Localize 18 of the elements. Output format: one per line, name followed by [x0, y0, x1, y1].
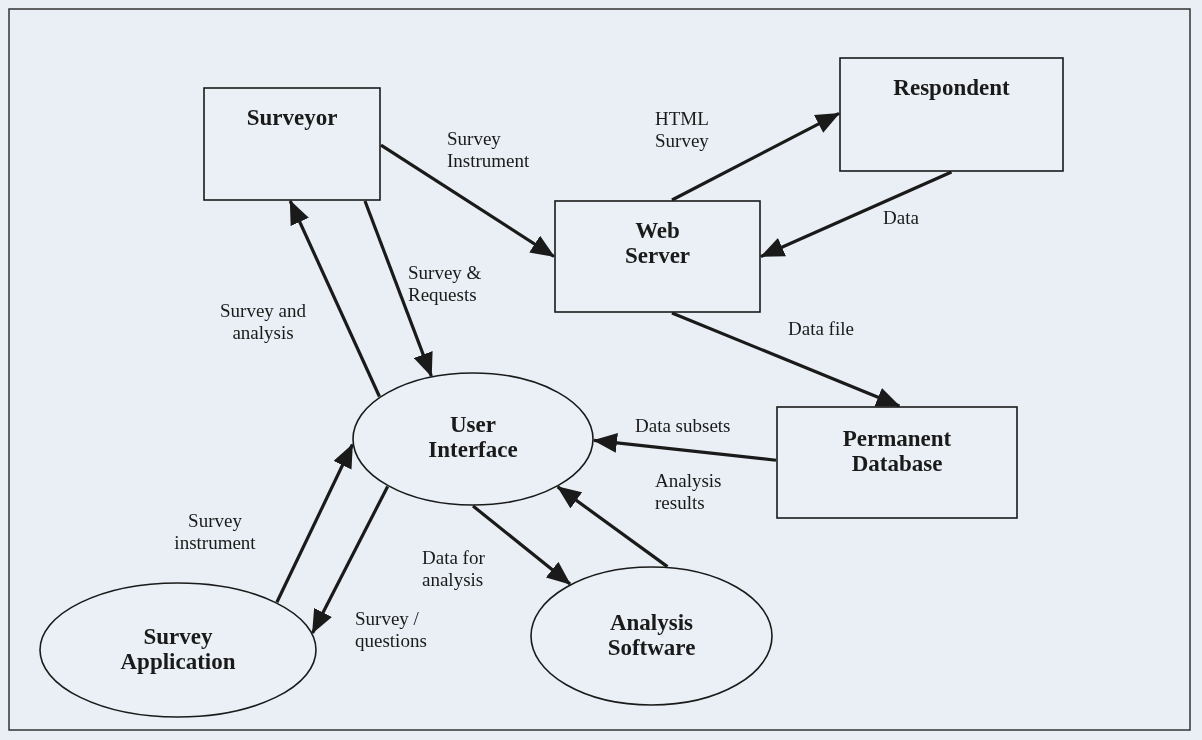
arrow — [760, 170, 953, 258]
node-title: Survey Application — [119, 624, 237, 675]
node-title: Permanent Database — [841, 426, 953, 477]
node-title: User Interface — [427, 412, 519, 463]
arrow — [363, 200, 433, 377]
arrow — [593, 432, 777, 462]
arrow — [556, 485, 669, 568]
arrow — [671, 111, 840, 202]
arrow — [380, 143, 555, 258]
arrow — [311, 485, 390, 634]
arrow — [671, 311, 901, 408]
arrow — [472, 504, 572, 586]
arrow — [275, 443, 354, 603]
node-title: Surveyor — [245, 105, 339, 131]
node-title: Respondent — [892, 75, 1011, 101]
node-title: Web Server — [623, 218, 692, 269]
arrow — [288, 200, 381, 398]
node-title: Analysis Software — [606, 610, 697, 661]
